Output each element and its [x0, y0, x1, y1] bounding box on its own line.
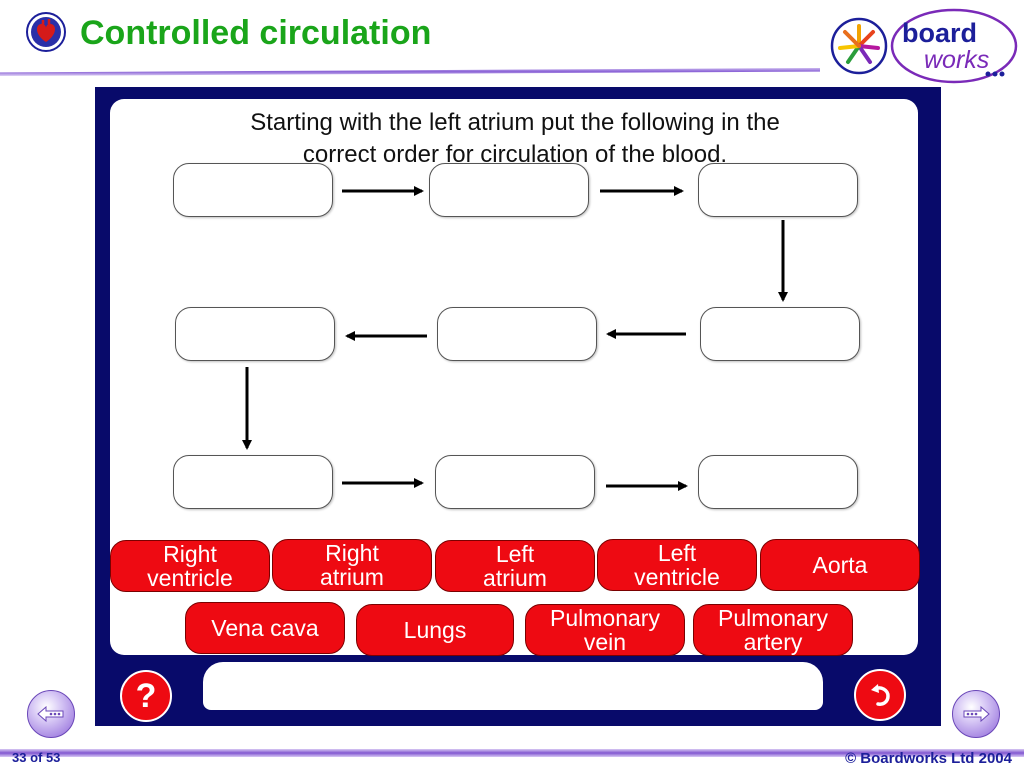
drop-slot-3[interactable]: [698, 163, 858, 217]
boardworks-logo: board works: [830, 8, 1018, 84]
card-pulmonary-artery[interactable]: Pulmonary artery: [693, 604, 853, 656]
drop-slot-6[interactable]: [175, 307, 335, 361]
card-right-ventricle[interactable]: Right ventricle: [110, 540, 270, 592]
activity-panel: Starting with the left atrium put the fo…: [95, 87, 941, 726]
previous-slide-button[interactable]: [27, 690, 75, 738]
bottom-strip: [203, 662, 823, 710]
heart-icon: [26, 12, 66, 52]
drop-slot-4[interactable]: [700, 307, 860, 361]
help-button[interactable]: ?: [120, 670, 172, 722]
next-slide-button[interactable]: [952, 690, 1000, 738]
page-title: Controlled circulation: [80, 14, 432, 52]
flow-arrows: [242, 186, 788, 491]
drop-slot-8[interactable]: [435, 455, 595, 509]
card-left-ventricle[interactable]: Left ventricle: [597, 539, 757, 591]
card-pulmonary-vein[interactable]: Pulmonary vein: [525, 604, 685, 656]
card-aorta[interactable]: Aorta: [760, 539, 920, 591]
drop-slot-1[interactable]: [173, 163, 333, 217]
card-vena-cava[interactable]: Vena cava: [185, 602, 345, 654]
previous-slide-icon: [37, 705, 64, 723]
drop-slot-5[interactable]: [437, 307, 597, 361]
footer-bar: [0, 749, 1024, 757]
svg-text:board: board: [902, 18, 977, 48]
card-right-atrium[interactable]: Right atrium: [272, 539, 432, 591]
reset-arrow-icon: [871, 684, 890, 706]
drop-slot-7[interactable]: [173, 455, 333, 509]
drop-slot-2[interactable]: [429, 163, 589, 217]
next-slide-icon: [963, 705, 990, 723]
header-divider: [0, 68, 820, 76]
reset-button[interactable]: [854, 669, 906, 721]
card-lungs[interactable]: Lungs: [356, 604, 514, 656]
page-number: 33 of 53: [12, 750, 61, 765]
drop-slot-9[interactable]: [698, 455, 858, 509]
copyright-text: © Boardworks Ltd 2004: [845, 750, 1012, 767]
svg-text:works: works: [924, 46, 989, 74]
card-left-atrium[interactable]: Left atrium: [435, 540, 595, 592]
question-mark-icon: ?: [135, 676, 157, 715]
